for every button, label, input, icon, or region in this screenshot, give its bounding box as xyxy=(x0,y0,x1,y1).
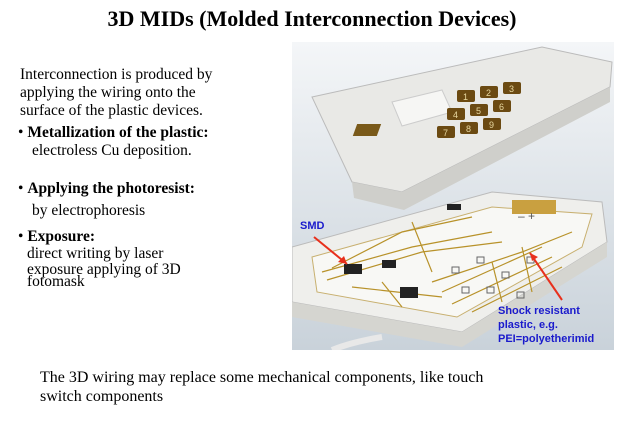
slide-title: 3D MIDs (Molded Interconnection Devices) xyxy=(107,6,517,31)
smd-label: SMD xyxy=(300,220,325,232)
intro-line: surface of the plastic devices. xyxy=(20,102,203,119)
intro-line: Interconnection is produced by xyxy=(20,66,213,83)
svg-text:5: 5 xyxy=(476,106,481,116)
battery-marks: – + xyxy=(518,209,535,223)
bullet-exposure: • Exposure: direct writing by laser expo… xyxy=(18,228,181,290)
plastic-label-line: Shock resistant xyxy=(498,305,580,317)
keypad-key: 4 xyxy=(447,108,465,120)
keypad-key: 3 xyxy=(503,82,521,94)
svg-text:2: 2 xyxy=(486,88,491,98)
telephone-mid-photo: 1 2 3 4 5 6 7 8 9 – + SMD Shock resistant plasti… xyxy=(291,42,614,353)
bullet-metallization: • Metallization of the plastic: electrol… xyxy=(18,124,209,159)
keypad-key: 1 xyxy=(457,90,475,102)
svg-text:1: 1 xyxy=(463,92,468,102)
intro-text: Interconnection is produced by applying … xyxy=(20,66,212,120)
keypad-key: 8 xyxy=(460,122,478,134)
bullet-detail: direct writing by laser xyxy=(27,245,164,262)
bullet-head: Metallization of the plastic: xyxy=(27,124,209,141)
svg-text:8: 8 xyxy=(466,124,471,134)
svg-text:6: 6 xyxy=(499,102,504,112)
keypad-key: 2 xyxy=(480,86,498,98)
bullet-detail: electroless Cu deposition. xyxy=(32,142,192,159)
svg-text:7: 7 xyxy=(443,128,448,138)
footer-text: The 3D wiring may replace some mechanica… xyxy=(40,368,483,406)
keypad-key: 5 xyxy=(470,104,488,116)
svg-text:3: 3 xyxy=(509,84,514,94)
bullet-detail: exposure applying of 3D xyxy=(27,261,181,278)
plastic-label-line: plastic, e.g. xyxy=(498,319,558,331)
bullet-head: Applying the photoresist: xyxy=(27,180,195,197)
svg-text:4: 4 xyxy=(453,110,458,120)
footer-line: switch components xyxy=(40,388,164,405)
bullet-detail: by electrophoresis xyxy=(32,202,146,219)
bullet-photoresist: • Applying the photoresist: by electroph… xyxy=(18,180,195,219)
keypad-key: 9 xyxy=(483,118,501,130)
bullet-detail: fotomask xyxy=(27,273,85,290)
plastic-label: Shock resistant plastic, e.g. PEI=polyet… xyxy=(498,304,594,346)
svg-text:9: 9 xyxy=(489,120,494,130)
keypad-key: 7 xyxy=(437,126,455,138)
bullet-head: Exposure: xyxy=(27,228,96,245)
keypad: 1 2 3 4 5 6 7 8 9 xyxy=(437,82,521,138)
intro-line: applying the wiring onto the xyxy=(20,84,196,101)
plastic-label-line: PEI=polyetherimid xyxy=(498,333,595,345)
keypad-key: 6 xyxy=(493,100,511,112)
footer-line: The 3D wiring may replace some mechanica… xyxy=(40,369,484,386)
